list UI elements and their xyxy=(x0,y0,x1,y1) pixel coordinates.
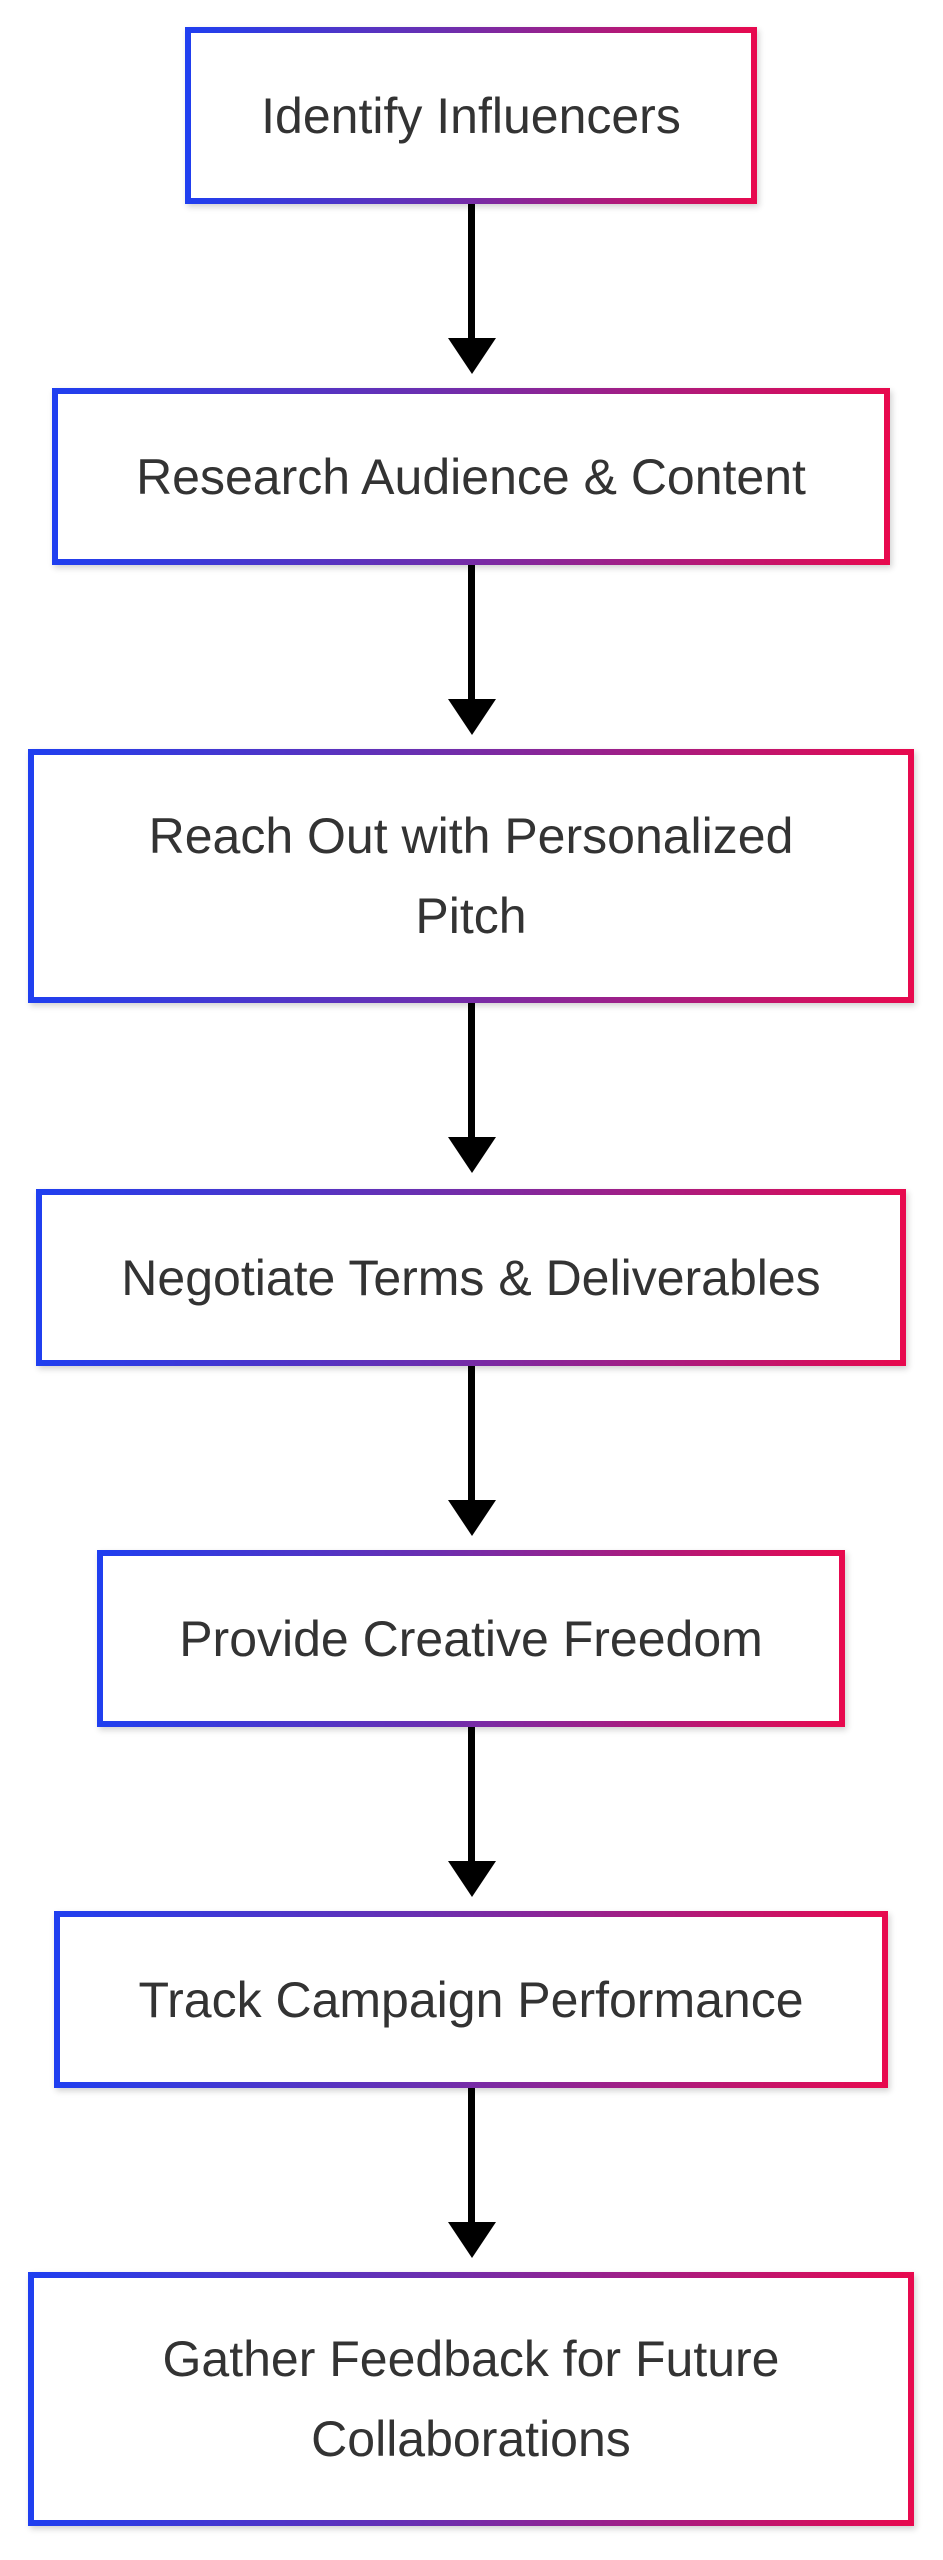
step-label: Reach Out with Personalized Pitch xyxy=(148,808,794,944)
arrowhead-icon xyxy=(448,1500,496,1536)
step-provide-creative-freedom: Provide Creative Freedom xyxy=(97,1550,845,1727)
step-label: Identify Influencers xyxy=(261,87,681,144)
connector-line xyxy=(468,1727,475,1867)
step-identify-influencers: Identify Influencers xyxy=(185,27,757,204)
step-label: Provide Creative Freedom xyxy=(179,1610,763,1667)
step-track-campaign-performance: Track Campaign Performance xyxy=(54,1911,888,2088)
connector-line xyxy=(468,565,475,705)
arrowhead-icon xyxy=(448,2222,496,2258)
connector-line xyxy=(468,1366,475,1506)
connector-line xyxy=(468,1003,475,1143)
arrowhead-icon xyxy=(448,338,496,374)
step-label: Gather Feedback for Future Collaboration… xyxy=(162,2331,780,2467)
step-label: Negotiate Terms & Deliverables xyxy=(121,1249,821,1306)
step-research-audience: Research Audience & Content xyxy=(52,388,890,565)
step-gather-feedback: Gather Feedback for Future Collaboration… xyxy=(28,2272,914,2526)
connector-line xyxy=(468,2088,475,2228)
connector-line xyxy=(468,204,475,344)
arrowhead-icon xyxy=(448,1137,496,1173)
arrowhead-icon xyxy=(448,699,496,735)
arrowhead-icon xyxy=(448,1861,496,1897)
step-label: Research Audience & Content xyxy=(136,448,806,505)
step-label: Track Campaign Performance xyxy=(138,1971,804,2028)
step-reach-out: Reach Out with Personalized Pitch xyxy=(28,749,914,1003)
step-negotiate-terms: Negotiate Terms & Deliverables xyxy=(36,1189,906,1366)
